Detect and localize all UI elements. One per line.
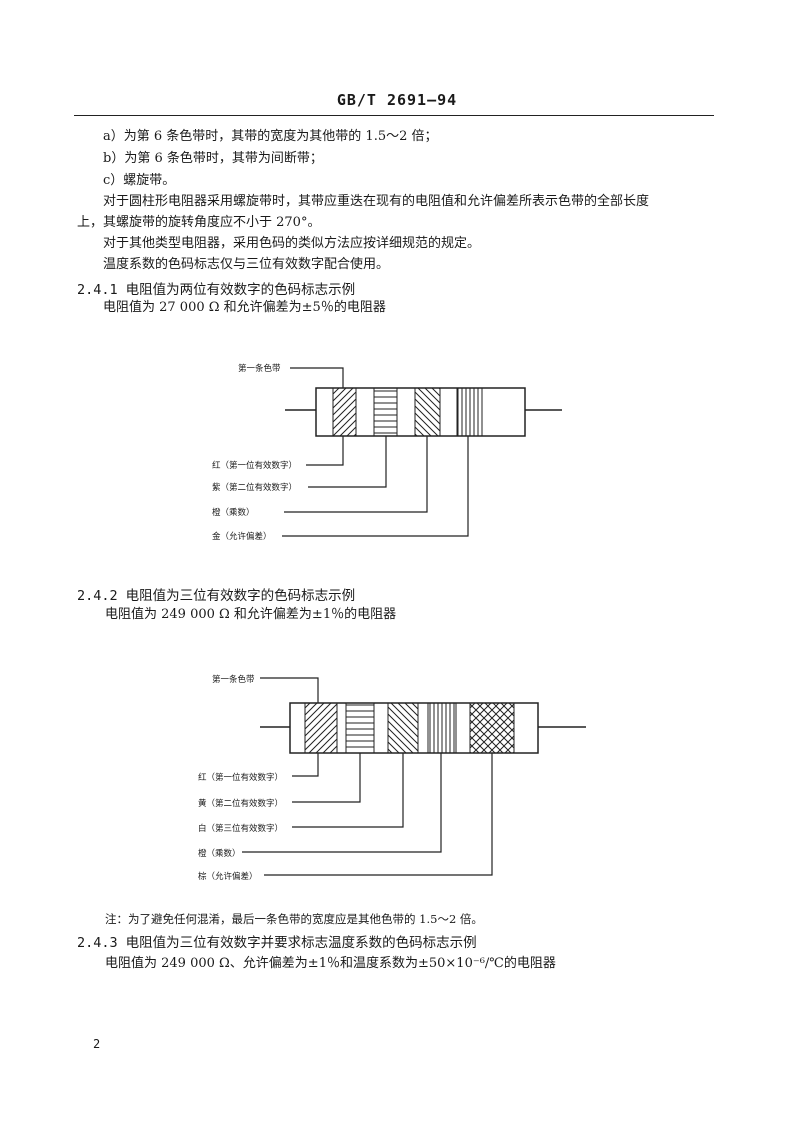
band-gold bbox=[456, 387, 483, 437]
spiral-paragraph-line2: 上，其螺旋带的旋转角度应不小于 270°。 bbox=[77, 215, 321, 230]
section-title: 电阻值为三位有效数字并要求标志温度系数的色码标志示例 bbox=[125, 935, 477, 951]
leader-orange bbox=[284, 436, 428, 513]
label-violet: 紫（第二位有效数字） bbox=[212, 483, 298, 493]
leader-red bbox=[292, 753, 319, 777]
band-brown bbox=[469, 702, 515, 754]
section-title: 电阻值为两位有效数字的色码标志示例 bbox=[125, 282, 356, 298]
first-band-leader bbox=[290, 367, 344, 388]
section-241-example: 电阻值为 27 000 Ω 和允许偏差为±5％的电阻器 bbox=[103, 300, 386, 315]
leader-yellow bbox=[292, 753, 361, 803]
section-242-heading: 2.4.2 电阻值为三位有效数字的色码标志示例 bbox=[77, 584, 355, 604]
section-title: 电阻值为三位有效数字的色码标志示例 bbox=[125, 588, 356, 604]
spiral-paragraph-line1: 对于圆柱形电阻器采用螺旋带时，其带应重迭在现有的电阻值和允许偏差所表示色带的全部… bbox=[103, 194, 650, 209]
first-band-leader bbox=[260, 677, 319, 703]
item-a: a）为第 6 条色带时，其带的宽度为其他带的 1.5～2 倍； bbox=[103, 129, 438, 144]
page-number: 2 bbox=[93, 1037, 101, 1051]
header-rule bbox=[74, 115, 714, 116]
label-orange-1: 橙（乘数） bbox=[212, 508, 255, 518]
leader-white bbox=[292, 753, 404, 828]
band-red bbox=[304, 702, 338, 754]
label-first-band-2: 第一条色带 bbox=[212, 675, 255, 685]
section-number: 2.4.1 bbox=[77, 282, 118, 298]
leader-orange bbox=[242, 753, 442, 853]
note: 注：为了避免任何混淆，最后一条色带的宽度应是其他色带的 1.5～2 倍。 bbox=[105, 912, 483, 926]
resistor-diagram-2 bbox=[242, 677, 586, 876]
band-violet bbox=[373, 387, 398, 437]
band-white bbox=[387, 702, 419, 754]
band-orange bbox=[414, 387, 441, 437]
band-orange bbox=[427, 702, 457, 754]
label-first-band-1: 第一条色带 bbox=[238, 364, 281, 374]
label-brown: 棕（允许偏差） bbox=[198, 872, 258, 882]
item-c: c）螺旋带。 bbox=[103, 173, 176, 188]
section-243-heading: 2.4.3 电阻值为三位有效数字并要求标志温度系数的色码标志示例 bbox=[77, 931, 477, 951]
label-red-2: 红（第一位有效数字） bbox=[198, 773, 284, 783]
section-number: 2.4.2 bbox=[77, 588, 118, 604]
other-types-paragraph: 对于其他类型电阻器，采用色码的类似方法应按详细规范的规定。 bbox=[103, 236, 481, 251]
leader-gold bbox=[282, 436, 469, 537]
section-241-heading: 2.4.1 电阻值为两位有效数字的色码标志示例 bbox=[77, 278, 355, 298]
leader-brown bbox=[264, 753, 493, 876]
section-number: 2.4.3 bbox=[77, 935, 118, 951]
item-b: b）为第 6 条色带时，其带为间断带； bbox=[103, 151, 323, 166]
resistor-diagram-1 bbox=[282, 367, 562, 537]
label-gold: 金（允许偏差） bbox=[212, 532, 272, 542]
label-red-1: 红（第一位有效数字） bbox=[212, 461, 298, 471]
temp-coeff-paragraph: 温度系数的色码标志仅与三位有效数字配合使用。 bbox=[103, 257, 390, 272]
leader-red bbox=[306, 436, 344, 466]
standard-header: GB/T 2691—94 bbox=[336, 91, 458, 109]
label-yellow: 黄（第二位有效数字） bbox=[198, 799, 284, 809]
section-243-example: 电阻值为 249 000 Ω、允许偏差为±1％和温度系数为±50×10⁻⁶/℃的… bbox=[105, 956, 556, 971]
label-orange-2: 橙（乘数） bbox=[198, 849, 241, 859]
band-red bbox=[332, 387, 357, 437]
section-242-example: 电阻值为 249 000 Ω 和允许偏差为±1％的电阻器 bbox=[105, 607, 397, 622]
label-white: 白（第三位有效数字） bbox=[198, 824, 284, 834]
leader-violet bbox=[308, 436, 387, 488]
band-yellow bbox=[345, 702, 375, 754]
